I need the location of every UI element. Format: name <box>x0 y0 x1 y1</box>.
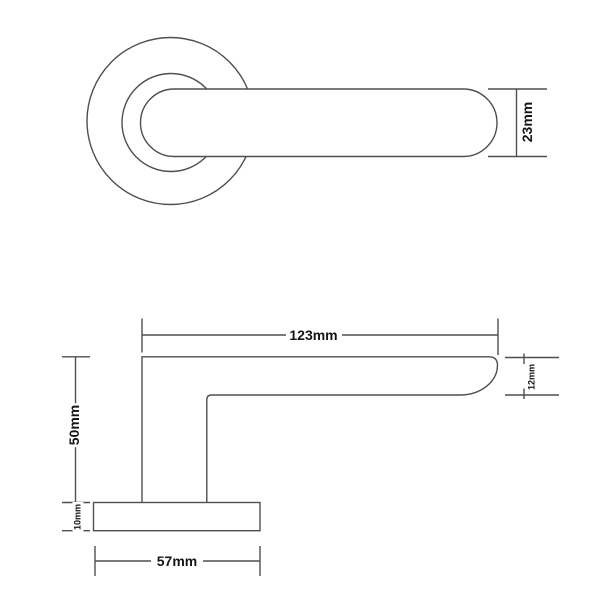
side-view <box>62 318 559 576</box>
dimension-12mm-lines <box>505 353 559 399</box>
dimension-57mm-lines <box>94 546 261 576</box>
dim-label-rose-to-lever-height: 50mm <box>65 402 82 448</box>
lever-side-profile <box>141 356 499 503</box>
dim-label-lever-depth: 12mm <box>526 361 537 392</box>
dim-label-rose-diameter: 57mm <box>154 553 200 569</box>
lever-front-shape <box>139 88 498 158</box>
rose-side-shape <box>92 501 261 532</box>
dim-label-lever-length: 123mm <box>287 327 340 343</box>
dim-label-lever-thickness: 23mm <box>518 99 535 145</box>
dim-label-rose-thickness: 10mm <box>72 501 83 532</box>
front-view <box>86 36 547 206</box>
dimension-23mm-lines <box>488 88 547 158</box>
dimension-123mm-lines <box>141 318 499 355</box>
